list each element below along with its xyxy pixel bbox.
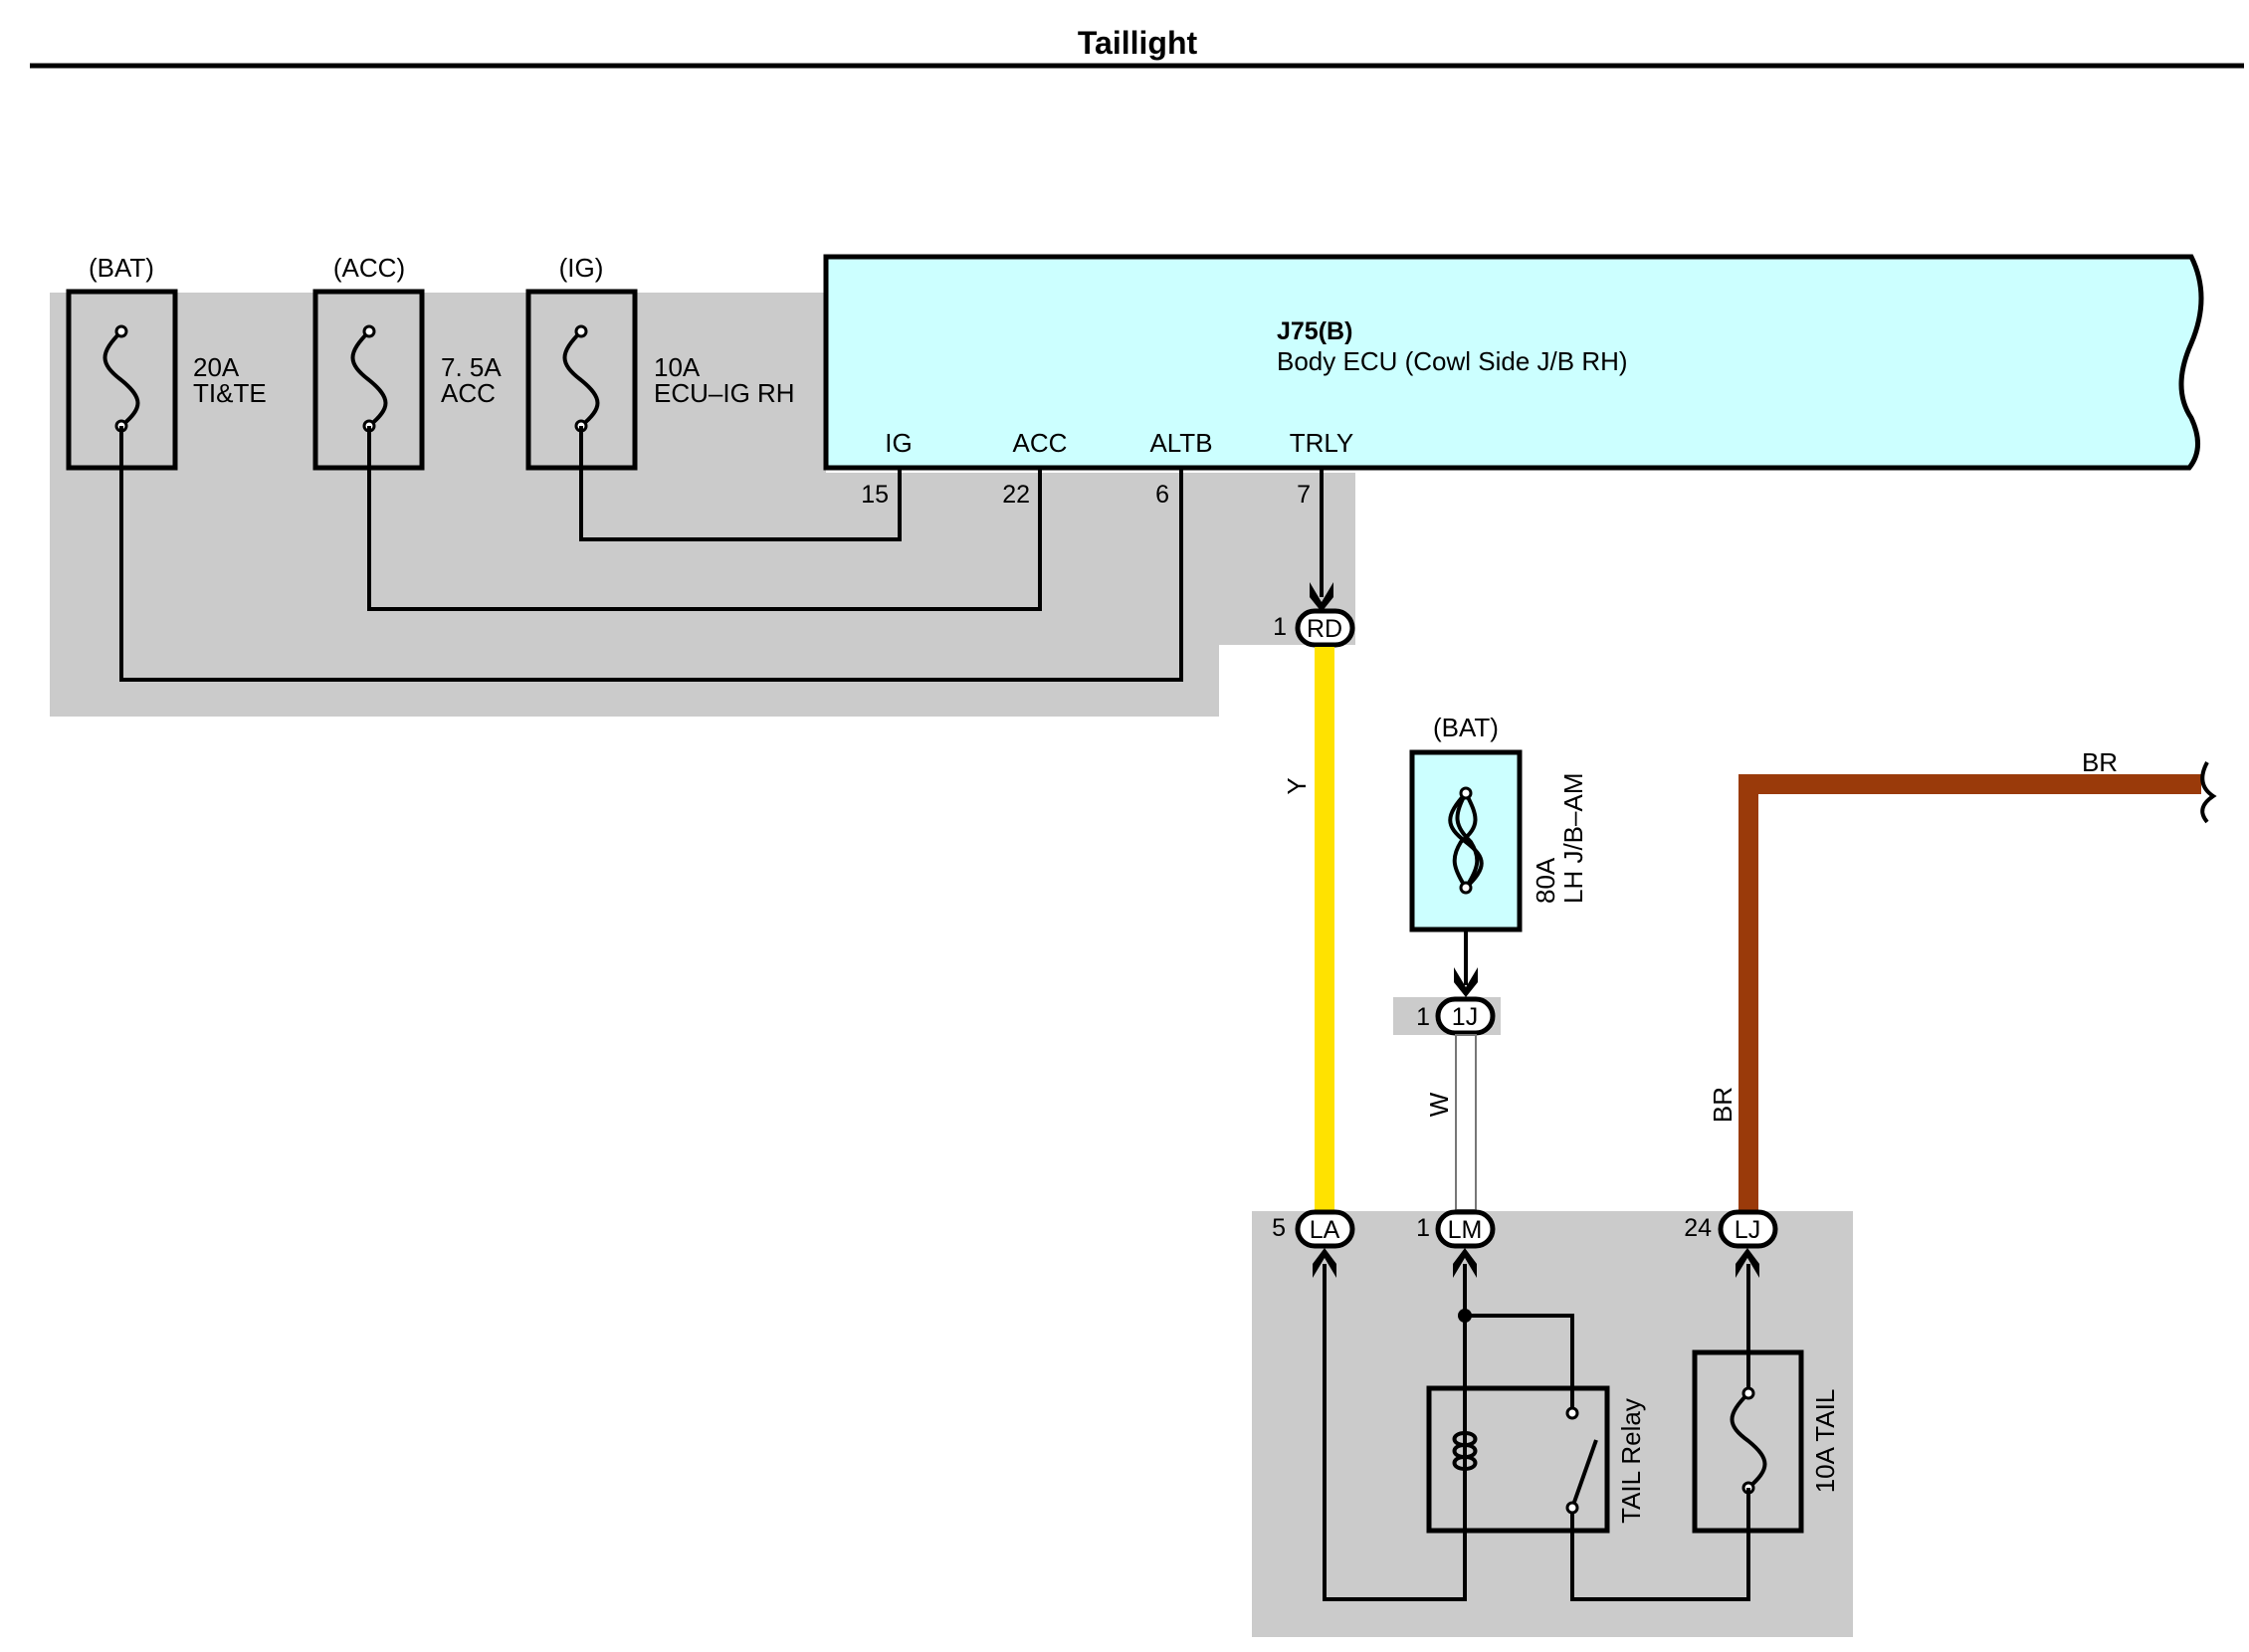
relay-switch-icon <box>1565 1406 1598 1515</box>
wire-yellow-label: Y <box>1282 777 1312 794</box>
fuse-acc-name: ACC <box>441 378 496 408</box>
tail-relay-label: TAIL Relay <box>1616 1398 1646 1524</box>
arrow-lm <box>1453 1248 1477 1278</box>
connector-1j <box>1435 996 1496 1036</box>
wire-white <box>1455 1034 1477 1211</box>
wire-altb <box>119 426 1183 682</box>
ecu-terminal-acc: ACC <box>1013 428 1068 458</box>
tail-fuse-icon <box>1730 1386 1767 1495</box>
relay-coil-icon <box>1452 1388 1478 1531</box>
fuse-ecu-ig-rating: 10A <box>654 352 701 382</box>
connector-1j-pin: 1 <box>1416 1003 1430 1031</box>
connector-rd-code: RD <box>1307 615 1342 643</box>
wire-relay-switch <box>1465 1314 1574 1408</box>
main-fuse-name: LH J/B–AM <box>1558 773 1588 905</box>
arrow-1j <box>1454 967 1478 997</box>
arrow-trly <box>1310 582 1333 612</box>
ecu-id: J75(B) <box>1277 317 1352 345</box>
wire-brown-break <box>2200 761 2217 824</box>
connector-lj-code: LJ <box>1735 1216 1760 1244</box>
fuse-ecu-ig-name: ECU–IG RH <box>654 378 795 408</box>
ecu-pin-6: 6 <box>1155 481 1169 509</box>
fuse-acc-rating: 7. 5A <box>441 352 502 382</box>
ecu-terminal-altb: ALTB <box>1149 428 1212 458</box>
connector-lm-pin: 1 <box>1416 1214 1430 1242</box>
arrow-la <box>1313 1248 1336 1278</box>
wire-brown-end-label: BR <box>2082 747 2118 777</box>
wire-ig <box>579 426 902 541</box>
fuse-acc-source: (ACC) <box>333 253 405 283</box>
ecu-pin-7: 7 <box>1297 481 1311 509</box>
tail-relay-box <box>1426 1385 1610 1534</box>
connector-la <box>1295 1209 1355 1249</box>
connector-1j-code: 1J <box>1452 1003 1478 1031</box>
ecu-terminal-ig: IG <box>885 428 912 458</box>
junction-dot <box>1458 1309 1472 1323</box>
connector-lj-pin: 24 <box>1684 1214 1712 1242</box>
connector-lm-code: LM <box>1448 1216 1483 1244</box>
connector-la-code: LA <box>1310 1216 1340 1244</box>
connector-lj <box>1718 1209 1778 1249</box>
connector-la-pin: 5 <box>1272 1214 1286 1242</box>
fuse-ecu-ig-source: (IG) <box>559 253 604 283</box>
ecu-pin-15: 15 <box>861 481 889 509</box>
ecu-name: Body ECU (Cowl Side J/B RH) <box>1277 346 1628 376</box>
main-fuse-icon <box>1448 786 1484 895</box>
main-fuse-rating: 80A <box>1531 857 1560 904</box>
wire-brown <box>1738 774 2201 1210</box>
connector-lm <box>1435 1209 1496 1249</box>
wire-white-label: W <box>1424 1092 1454 1117</box>
ecu-terminal-trly: TRLY <box>1290 428 1354 458</box>
ecu-pin-22: 22 <box>1002 481 1030 509</box>
arrow-lj <box>1736 1248 1759 1278</box>
wire-acc <box>367 426 1042 611</box>
connector-rd-pin: 1 <box>1273 613 1287 641</box>
main-fuse-source: (BAT) <box>1433 713 1499 742</box>
fuse-ti-te-rating: 20A <box>193 352 240 382</box>
fuse-ti-te-source: (BAT) <box>89 253 154 283</box>
connector-rd <box>1295 608 1355 648</box>
fuse-ti-te-name: TI&TE <box>193 378 267 408</box>
page-title: Taillight <box>1078 25 1198 61</box>
body-ecu-box <box>823 254 2204 471</box>
wire-brown-label: BR <box>1708 1087 1738 1123</box>
fuse-acc-icon <box>350 324 388 433</box>
lh-junction-block <box>1252 1211 1853 1637</box>
wire-switch-to-fuse <box>1570 1508 1750 1601</box>
tail-fuse-label: 10A TAIL <box>1810 1389 1840 1494</box>
